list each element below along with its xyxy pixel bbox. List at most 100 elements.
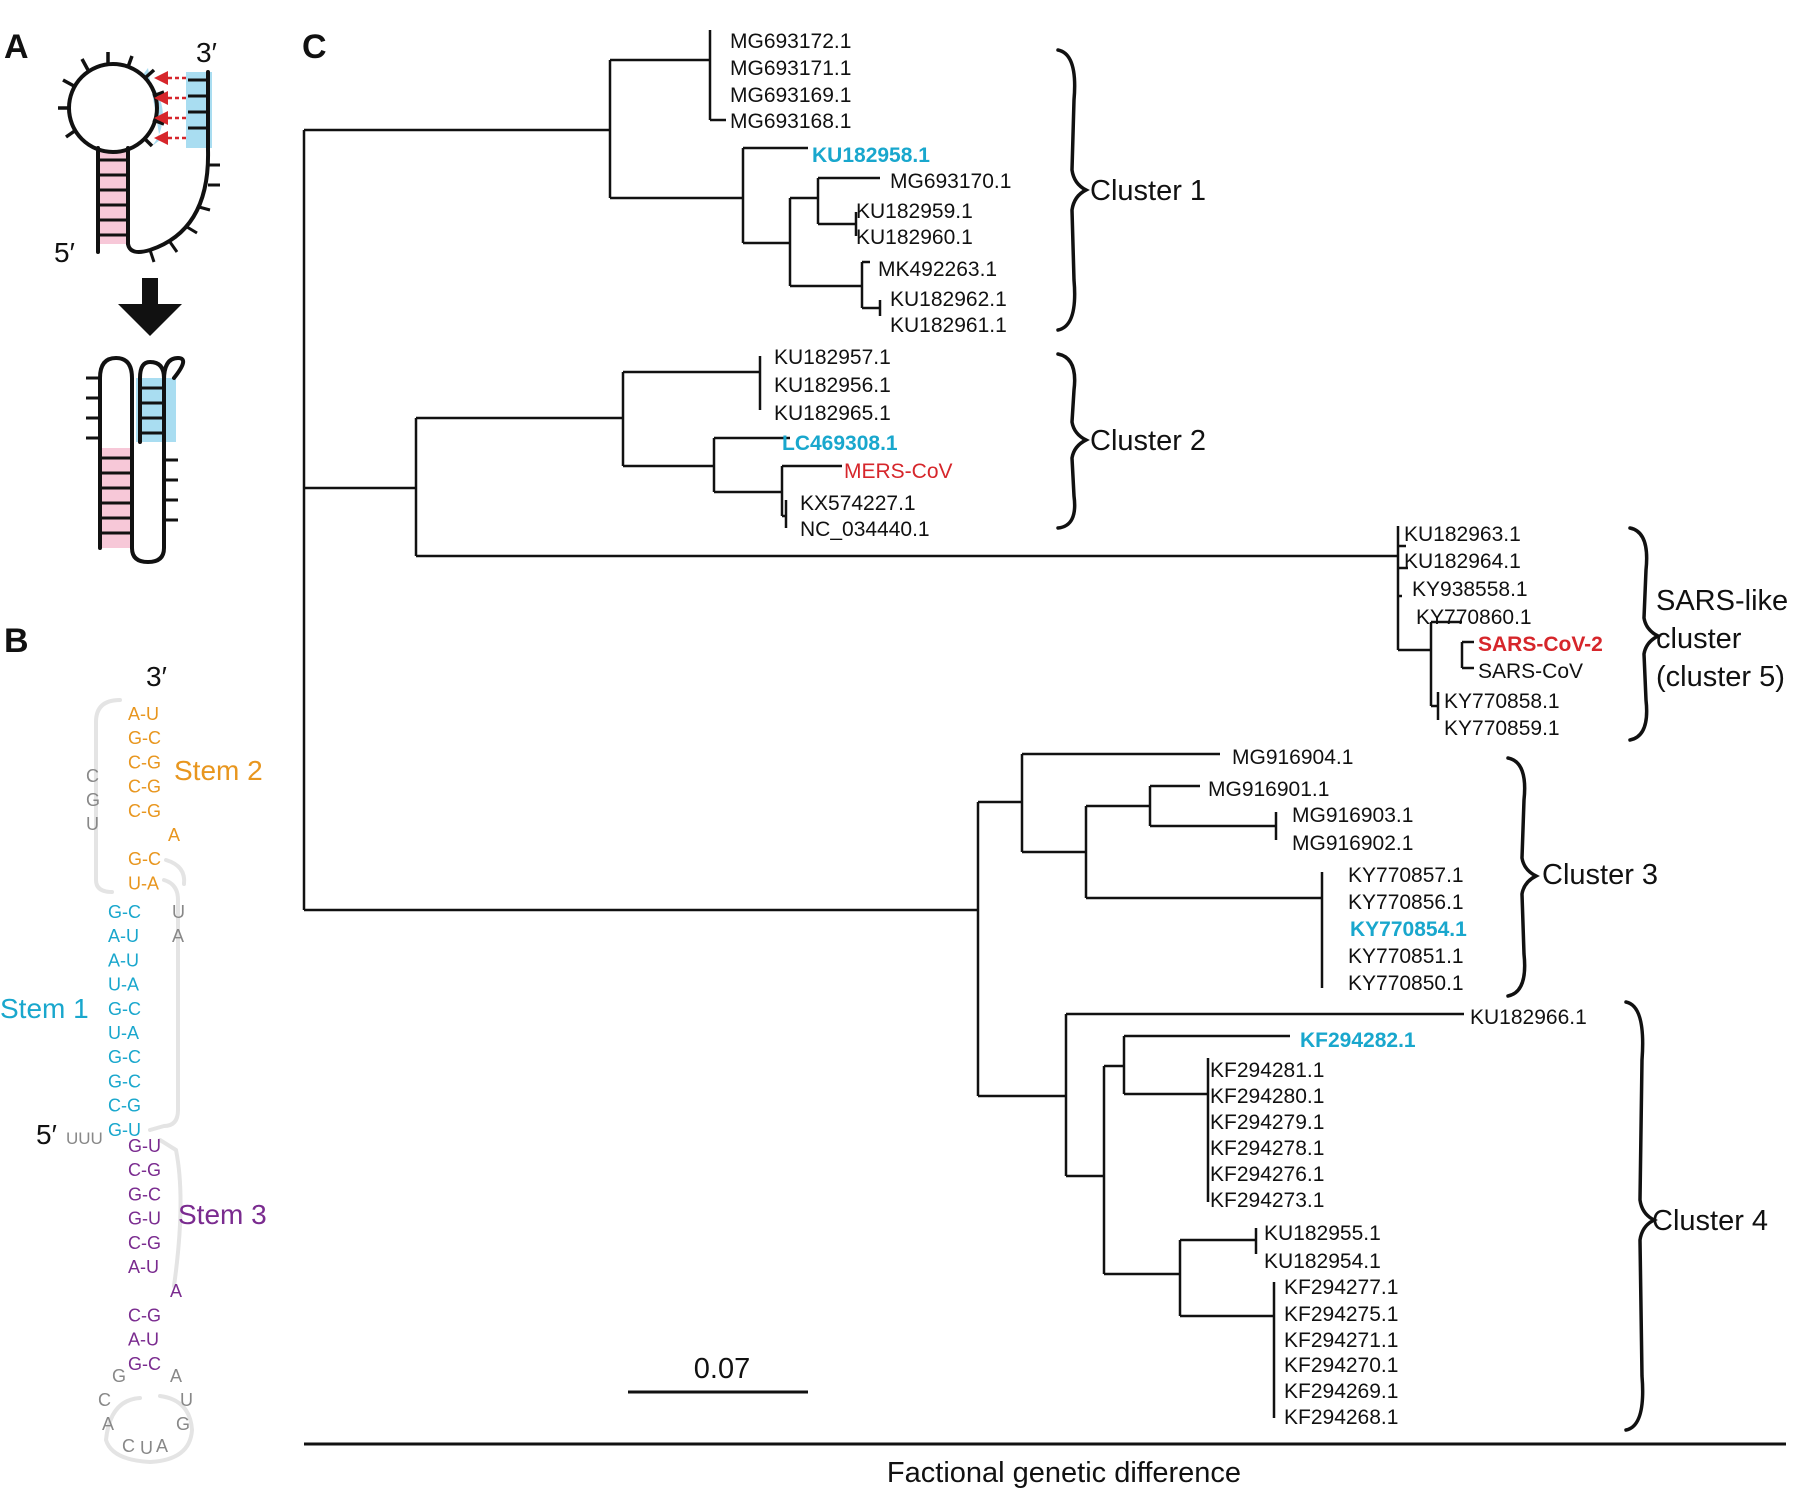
base-pair: G-C xyxy=(108,1071,141,1091)
stem3-label: Stem 3 xyxy=(178,1199,267,1230)
scale-bar-value: 0.07 xyxy=(694,1353,750,1385)
brace-cluster-5 xyxy=(1628,526,1662,742)
base-pair: U-A xyxy=(108,975,139,995)
base-pair: C-G xyxy=(128,1233,161,1253)
leaf-labels: MG693172.1MG693171.1MG693169.1MG693168.1… xyxy=(730,30,1603,1429)
leaf-label: KU182954.1 xyxy=(1264,1250,1381,1273)
brace-cluster-4 xyxy=(1624,1000,1658,1432)
leaf-label: MG693172.1 xyxy=(730,30,851,53)
leaf-label: KY770857.1 xyxy=(1348,864,1464,887)
leaf-label: KF294281.1 xyxy=(1210,1059,1324,1082)
panel-label-c: C xyxy=(302,28,327,66)
base-pair: A-U xyxy=(108,950,139,970)
leaf-label: KY770850.1 xyxy=(1348,972,1464,995)
panel-a-3prime-label: 3′ xyxy=(196,37,217,68)
base-pair: U xyxy=(172,902,185,922)
leaf-label: MG916903.1 xyxy=(1292,804,1413,827)
cluster-2-label: Cluster 2 xyxy=(1090,425,1206,457)
leaf-label: LC469308.1 xyxy=(782,432,898,455)
leaf-label: KU182964.1 xyxy=(1404,550,1521,573)
leaf-label: KF294271.1 xyxy=(1284,1329,1398,1352)
base-pair: G-C xyxy=(108,999,141,1019)
panel-a-5prime-label: 5′ xyxy=(54,237,75,268)
base-pair: A xyxy=(168,825,180,845)
leaf-label: KY770851.1 xyxy=(1348,945,1464,968)
leaf-label: KF294269.1 xyxy=(1284,1380,1398,1403)
hairpin-base: C xyxy=(122,1436,135,1456)
stem3-pairs: G-UC-GG-CG-UC-GA-UAC-GA-UG-C xyxy=(128,1136,182,1374)
leaf-label: KF294273.1 xyxy=(1210,1189,1324,1212)
hairpin-base: G xyxy=(112,1366,126,1386)
leaf-label: KF294275.1 xyxy=(1284,1303,1398,1326)
cluster-5-label-line-2: cluster xyxy=(1656,623,1742,655)
stem2-label: Stem 2 xyxy=(174,755,263,786)
leaf-label: SARS-CoV xyxy=(1478,660,1583,683)
leaf-label: MERS-CoV xyxy=(844,460,953,483)
leaf-label: MK492263.1 xyxy=(878,258,997,281)
leaf-label: KU182961.1 xyxy=(890,314,1007,337)
leaf-label: KF294279.1 xyxy=(1210,1111,1324,1134)
base-pair: G xyxy=(86,790,100,810)
base-pair: A-U xyxy=(108,926,139,946)
brace-cluster-3 xyxy=(1506,756,1540,998)
transition-arrow-shaft xyxy=(142,278,158,304)
leaf-label: KY770860.1 xyxy=(1416,606,1532,629)
leaf-label: KU182965.1 xyxy=(774,402,891,425)
panel-b-3prime-label: 3′ xyxy=(146,661,167,692)
base-pair: A-U xyxy=(128,1257,159,1277)
leaf-label: KY770858.1 xyxy=(1444,690,1560,713)
leaf-label: KF294270.1 xyxy=(1284,1354,1398,1377)
cluster-3-label: Cluster 3 xyxy=(1542,859,1658,891)
cluster-labels: Cluster 1 Cluster 2 SARS-like cluster (c… xyxy=(1090,175,1788,1237)
leaf-label: KF294278.1 xyxy=(1210,1137,1324,1160)
leaf-label: KU182955.1 xyxy=(1264,1222,1381,1245)
loop-left-bases: CGU xyxy=(86,766,100,834)
leaf-label: KU182960.1 xyxy=(856,226,973,249)
leaf-label: KF294282.1 xyxy=(1300,1029,1416,1052)
stem1-label: Stem 1 xyxy=(0,993,89,1024)
hairpin-base: A xyxy=(102,1414,114,1434)
cluster-5-label-line-3: (cluster 5) xyxy=(1656,661,1785,693)
cluster-5-label-line-1: SARS-like xyxy=(1656,585,1788,617)
panel-b-5prime-label: 5′ xyxy=(36,1119,57,1150)
x-axis-label: Factional genetic difference xyxy=(887,1457,1241,1489)
leaf-label: KU182959.1 xyxy=(856,200,973,223)
cluster-1-label: Cluster 1 xyxy=(1090,175,1206,207)
hairpin-base: A xyxy=(156,1436,168,1456)
leaf-label: NC_034440.1 xyxy=(800,518,930,541)
base-pair: C-G xyxy=(128,1160,161,1180)
loop-right-bases: UA xyxy=(172,902,185,946)
leaf-label: KU182966.1 xyxy=(1470,1006,1587,1029)
base-pair: G-C xyxy=(128,728,161,748)
leaf-label: KY770854.1 xyxy=(1350,918,1467,941)
base-pair: A xyxy=(172,926,184,946)
leaf-label: KU182963.1 xyxy=(1404,523,1521,546)
base-pair: G-C xyxy=(108,902,141,922)
base-pair: U-A xyxy=(108,1023,139,1043)
base-pair: G-U xyxy=(128,1136,161,1156)
pink-stem-shade-bottom xyxy=(100,448,132,548)
hairpin-base: C xyxy=(98,1390,111,1410)
transition-arrow-icon xyxy=(118,304,182,336)
base-pair: G-C xyxy=(108,1047,141,1067)
base-pair: C xyxy=(86,766,99,786)
base-pair: G-C xyxy=(128,1184,161,1204)
leaf-label: KU182957.1 xyxy=(774,346,891,369)
hairpin-base: A xyxy=(170,1366,182,1386)
brace-cluster-1 xyxy=(1056,48,1090,332)
leaf-label: SARS-CoV-2 xyxy=(1478,633,1603,656)
panel-a-diagram: 3′ 5′ xyxy=(54,37,220,564)
cluster-4-label: Cluster 4 xyxy=(1652,1205,1768,1237)
panel-label-a: A xyxy=(4,28,29,66)
brace-cluster-2 xyxy=(1056,352,1090,530)
panel-b-5prime-tail: UUU xyxy=(66,1129,103,1148)
base-pair: G-C xyxy=(128,849,161,869)
leaf-label: KF294280.1 xyxy=(1210,1085,1324,1108)
base-pair: A-U xyxy=(128,704,159,724)
base-pair: G-C xyxy=(128,1354,161,1374)
leaf-label: MG916901.1 xyxy=(1208,778,1329,801)
leaf-label: MG916902.1 xyxy=(1292,832,1413,855)
leaf-label: KF294276.1 xyxy=(1210,1163,1324,1186)
base-pair: C-G xyxy=(128,801,161,821)
